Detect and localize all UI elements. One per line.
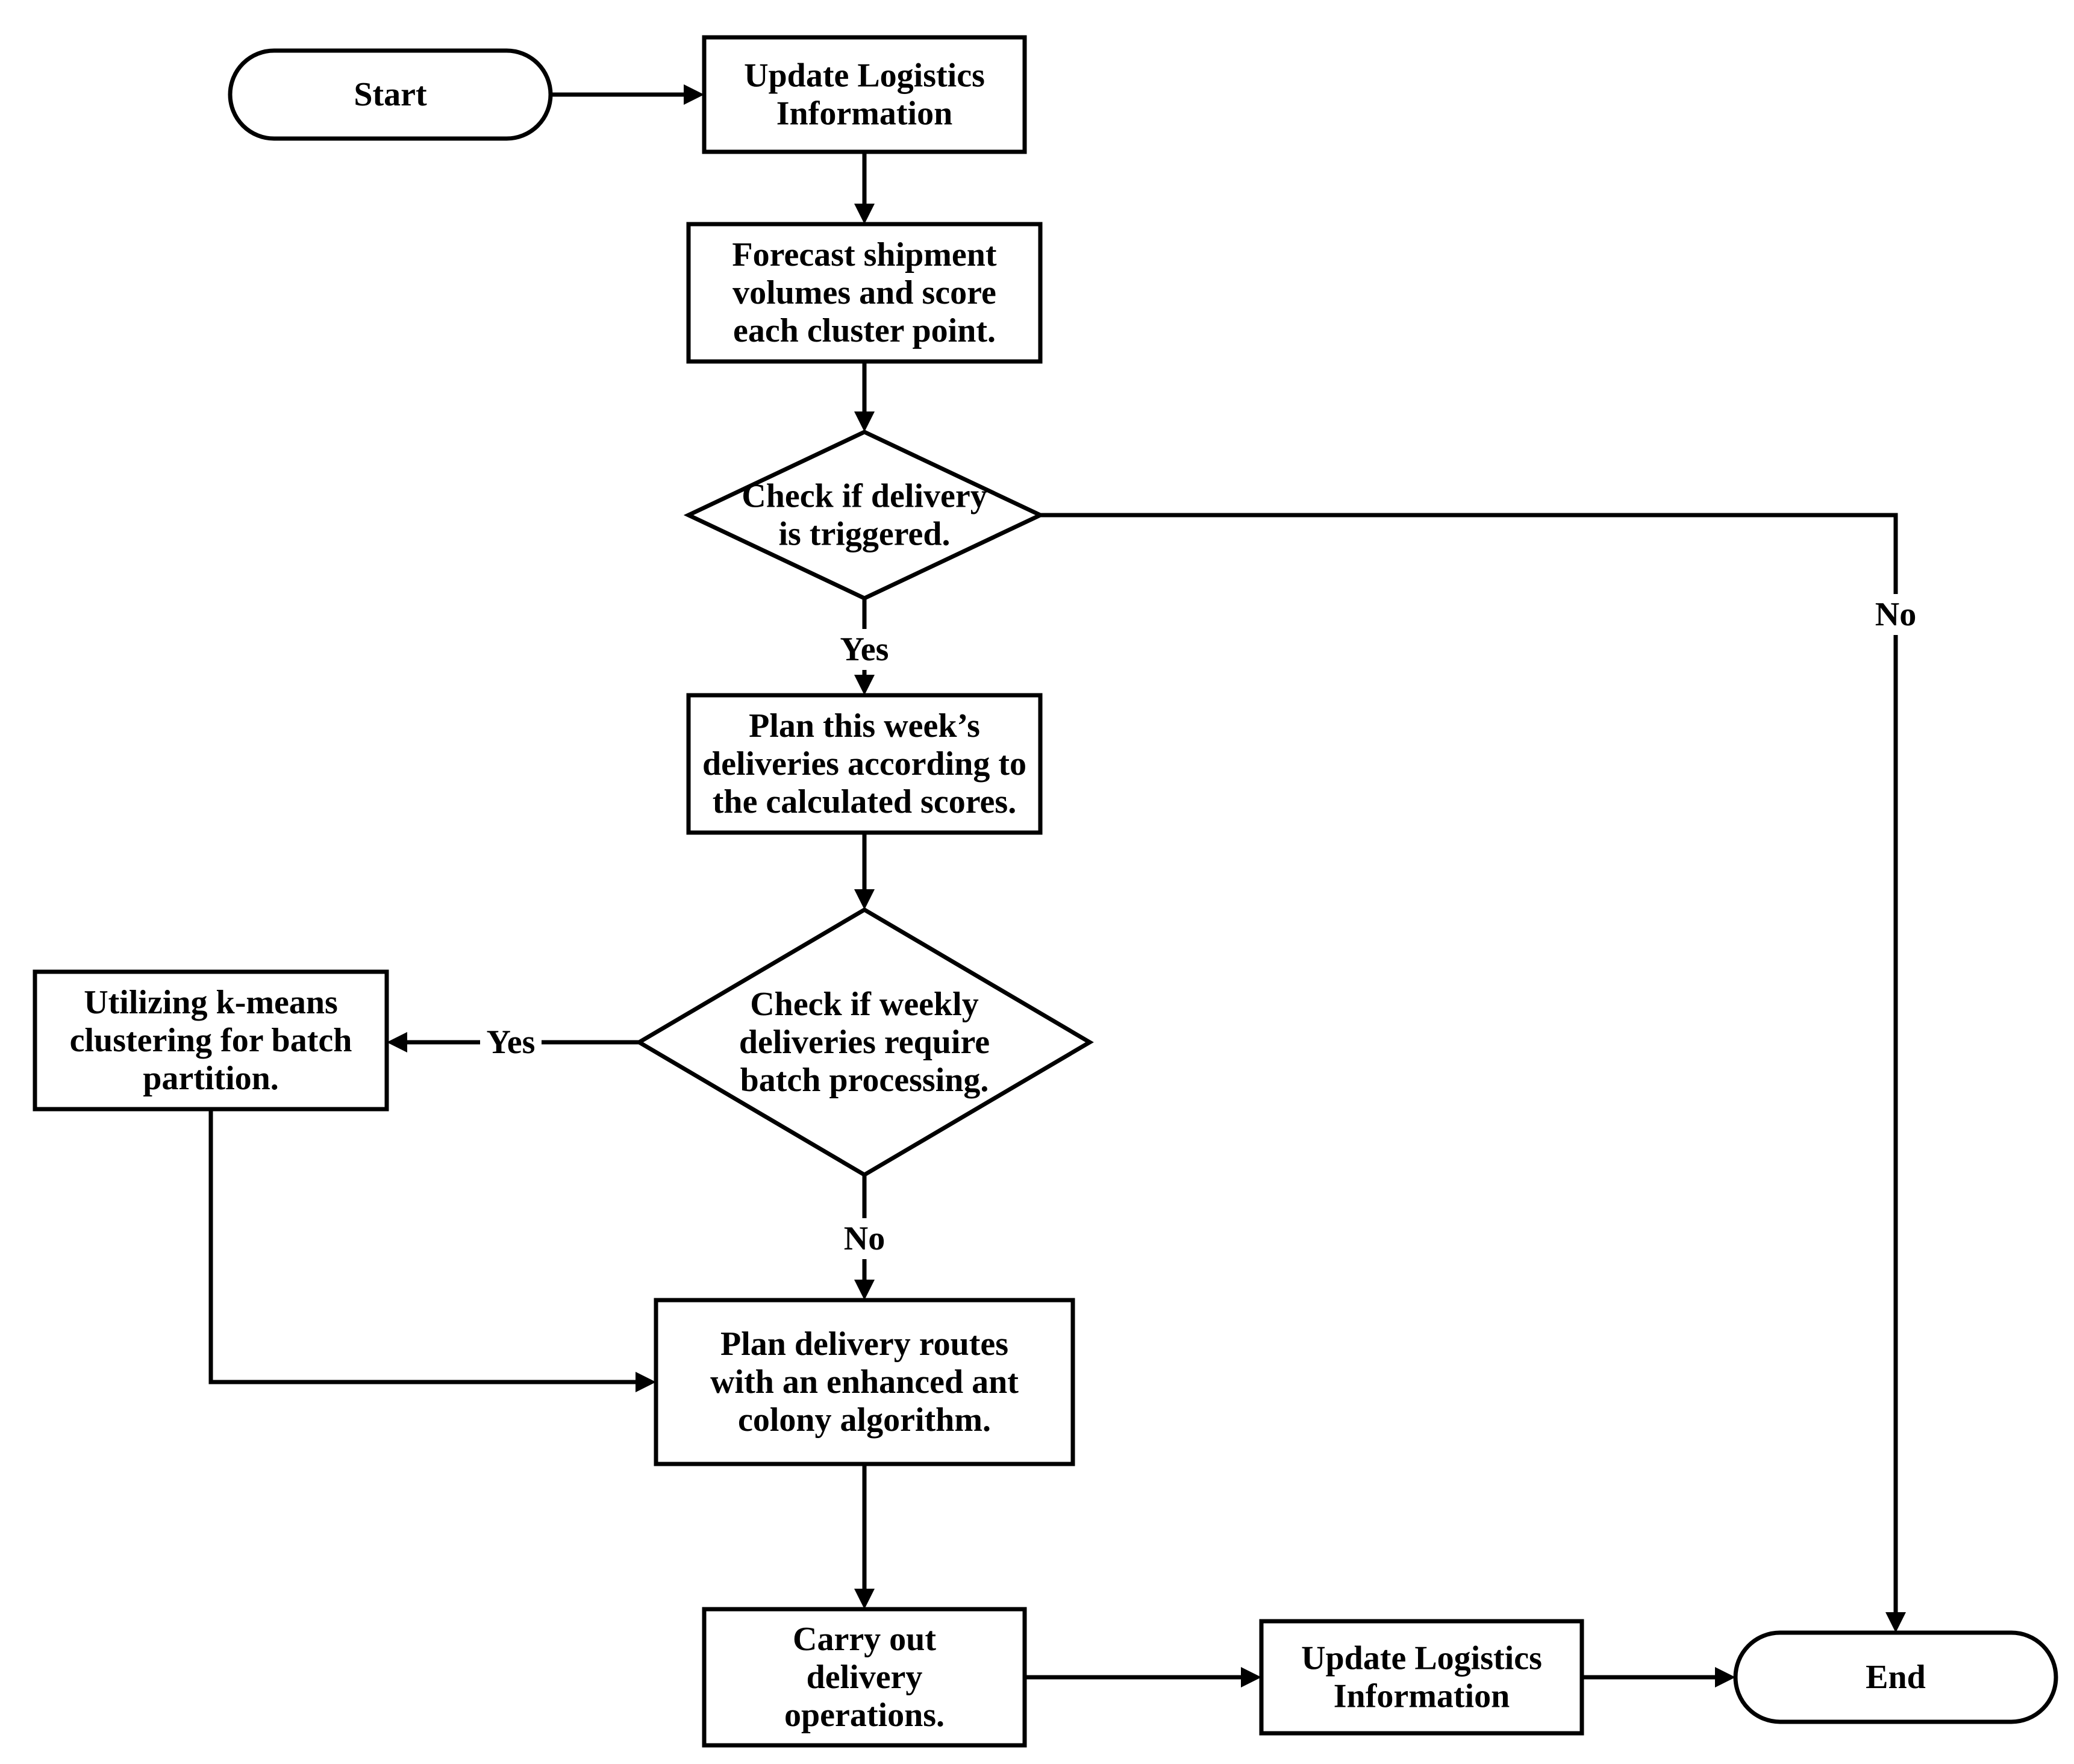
edge-label-yes: Yes <box>834 629 895 670</box>
label-background <box>834 629 895 670</box>
node-label-line: Forecast shipment <box>732 236 996 274</box>
node-label-line: deliveries require <box>739 1024 990 1061</box>
process-shape <box>33 969 389 1112</box>
process-shape <box>1259 1619 1584 1736</box>
arrowhead-icon <box>1715 1667 1735 1687</box>
node-label-line: the calculated scores. <box>713 783 1016 821</box>
edge-carry-out-to-update-info-2 <box>1025 1667 1261 1687</box>
edge-label-no: No <box>843 1218 886 1259</box>
edge-update-info-2-to-end <box>1582 1667 1735 1687</box>
node-label-line: batch processing. <box>740 1062 989 1099</box>
label-background <box>843 1218 886 1259</box>
node-label-line: Check if delivery <box>742 478 987 515</box>
node-label-line: clustering for batch <box>70 1022 352 1059</box>
node-label-line: Utilizing k-means <box>84 984 338 1021</box>
process-shape <box>686 222 1043 364</box>
label-background <box>480 1022 542 1063</box>
connector-line <box>208 1109 638 1384</box>
node-label-line: delivery <box>807 1659 923 1696</box>
arrowhead-icon <box>636 1372 656 1392</box>
arrowhead-icon <box>854 411 875 432</box>
node-label-line: with an enhanced ant <box>710 1363 1019 1401</box>
node-label-line: Carry out <box>793 1621 936 1658</box>
edge-update-info-1-to-forecast <box>854 152 875 224</box>
node-label-line: operations. <box>784 1697 945 1734</box>
node-label-line: End <box>1866 1659 1926 1696</box>
arrowhead-icon <box>854 675 875 695</box>
decision-shape <box>683 430 1046 601</box>
node-label-line: Update Logistics <box>1301 1640 1542 1677</box>
node-label-line: is triggered. <box>778 516 950 553</box>
arrowhead-icon <box>854 1589 875 1609</box>
node-label-line: each cluster point. <box>733 312 996 349</box>
arrowhead-icon <box>387 1032 407 1052</box>
node-label-line: colony algorithm. <box>738 1401 991 1439</box>
arrowhead-icon <box>1885 1612 1906 1633</box>
label-background <box>1874 594 1917 635</box>
process-shape <box>702 1607 1027 1748</box>
arrowhead-icon <box>1241 1667 1261 1687</box>
node-label-line: Information <box>1334 1678 1510 1715</box>
edge-ant-colony-to-carry-out <box>854 1464 875 1609</box>
edge-plan-week-to-check-batch <box>854 833 875 910</box>
edge-forecast-to-check-triggered <box>854 361 875 432</box>
process-shape <box>702 35 1027 154</box>
node-label-line: partition. <box>143 1060 279 1097</box>
edge-label-text: Yes <box>840 631 889 668</box>
process-shape <box>686 693 1043 835</box>
edge-check-triggered-to-end <box>1040 513 1906 1633</box>
arrowhead-icon <box>854 1280 875 1300</box>
node-label-line: Update Logistics <box>744 57 985 95</box>
connector-line <box>1040 513 1898 1615</box>
node-label-line: Start <box>354 76 427 113</box>
edge-kmeans-to-ant-colony <box>208 1109 656 1392</box>
process-shape <box>654 1298 1075 1466</box>
node-label-line: volumes and score <box>732 274 996 311</box>
edge-label-no: No <box>1874 594 1917 635</box>
decision-shape <box>635 907 1094 1178</box>
edge-label-yes: Yes <box>480 1022 542 1063</box>
node-label-line: Information <box>776 95 952 133</box>
node-label-line: deliveries according to <box>702 745 1026 783</box>
edge-label-text: No <box>844 1220 885 1257</box>
node-start: Start <box>228 48 553 141</box>
arrowhead-icon <box>854 204 875 224</box>
edge-label-text: Yes <box>487 1024 536 1061</box>
node-label-line: Plan this week’s <box>749 707 980 745</box>
terminal-shape <box>228 48 553 141</box>
node-label-line: Check if weekly <box>750 986 979 1023</box>
arrowhead-icon <box>684 84 704 105</box>
terminal-shape <box>1733 1630 2058 1724</box>
edge-start-to-update-info-1 <box>551 84 704 105</box>
edge-label-text: No <box>1875 596 1916 633</box>
node-end: End <box>1733 1630 2058 1724</box>
node-label-line: Plan delivery routes <box>720 1325 1008 1363</box>
arrowhead-icon <box>854 889 875 910</box>
